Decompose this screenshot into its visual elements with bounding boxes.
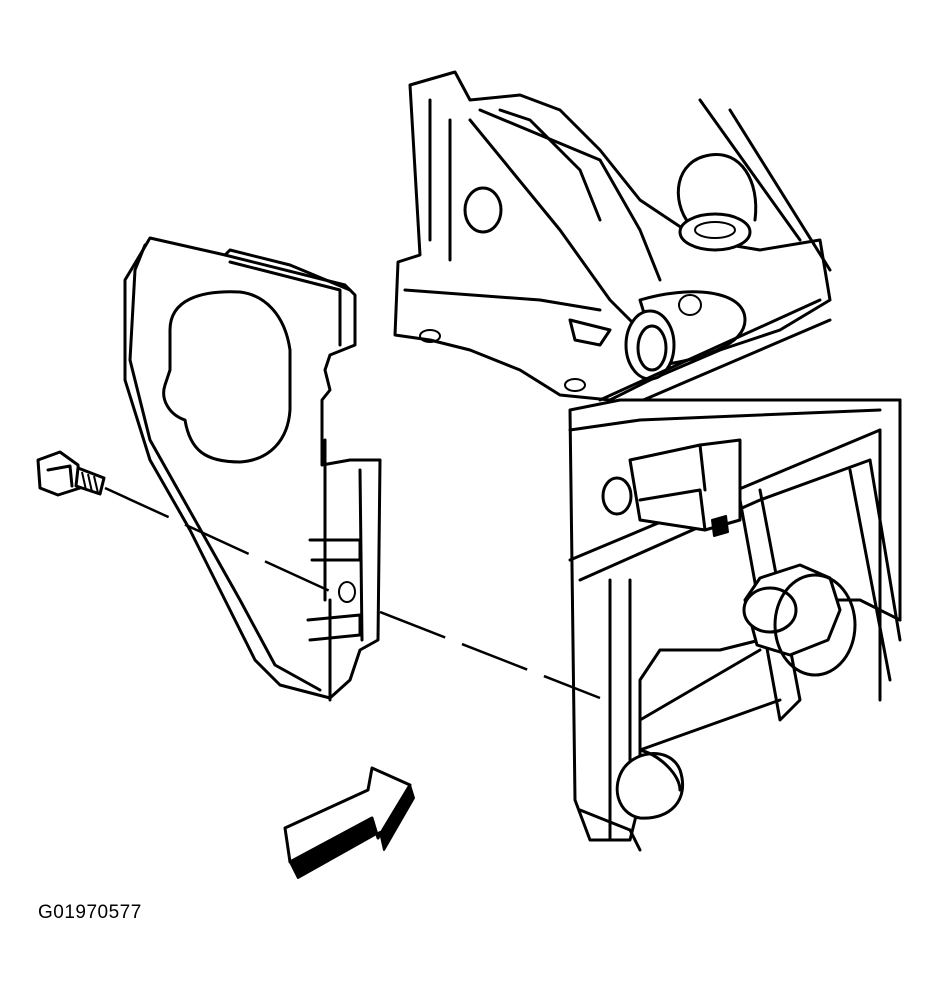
alignment-lines — [104, 486, 601, 700]
figure-code: G01970577 — [38, 902, 142, 923]
view-arrow — [283, 766, 415, 879]
engine-block — [393, 70, 902, 852]
bolt — [36, 450, 106, 497]
timing-cover — [123, 236, 382, 702]
